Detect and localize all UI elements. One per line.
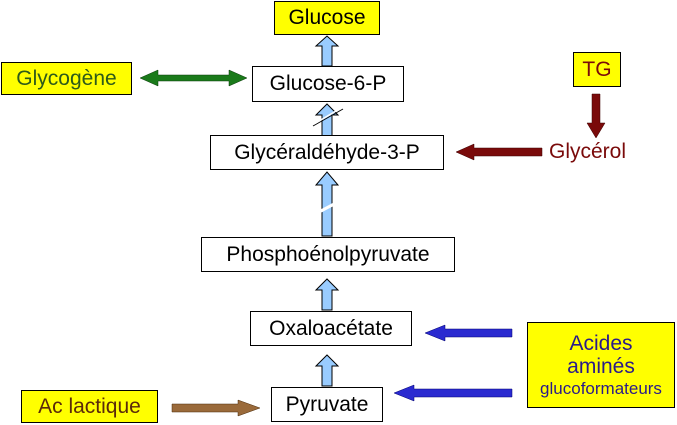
node-amino-acids: Acides aminés glucoformateurs [527,322,675,408]
node-glucose-6-p: Glucose-6-P [252,66,404,102]
node-phosphoenolpyruvate-label: Phosphoénolpyruvate [226,242,430,266]
arrow-pep-to-g3p [314,171,340,237]
node-glucose: Glucose [274,1,380,35]
node-amino-acids-line3: glucoformateurs [540,379,662,398]
irreversible-slash-marker [312,108,344,127]
node-tg: TG [573,52,621,87]
node-tg-label: TG [582,57,612,81]
node-glucose-label: Glucose [288,6,366,29]
node-pyruvate-label: Pyruvate [285,392,369,416]
node-amino-acids-line1: Acides [569,331,633,355]
arrow-lactate-to-pyruvate [171,399,261,417]
arrow-oaa-to-pep [314,278,340,311]
node-ac-lactique-label: Ac lactique [38,394,141,418]
node-phosphoenolpyruvate: Phosphoénolpyruvate [201,237,455,272]
arrow-aa-to-pyruvate [393,384,513,402]
node-oxaloacetate: Oxaloacétate [250,311,412,346]
node-pyruvate: Pyruvate [271,387,383,422]
node-glycogene-label: Glycogène [16,66,117,90]
node-ac-lactique: Ac lactique [21,390,158,423]
node-glycogene: Glycogène [1,62,132,95]
node-oxaloacetate-label: Oxaloacétate [269,316,393,340]
arrow-glycerol-to-g3p [455,143,543,161]
node-glyceraldehyde-3-p-label: Glycéraldéhyde-3-P [234,140,420,164]
node-glucose-6-p-label: Glucose-6-P [269,72,387,95]
arrow-glycogene-g6p [139,69,248,87]
arrow-g3p-to-g6p [314,103,340,137]
arrow-tg-to-glycerol [586,93,606,139]
node-glycerol-label: Glycérol [549,140,627,163]
node-glyceraldehyde-3-p: Glycéraldéhyde-3-P [210,135,444,170]
arrow-aa-to-oaa [424,324,513,342]
arrow-break-marker [318,201,337,214]
arrow-g6p-to-glucose [314,35,340,67]
node-amino-acids-line2: aminés [567,355,635,379]
arrow-pyruvate-to-oaa [314,354,340,387]
